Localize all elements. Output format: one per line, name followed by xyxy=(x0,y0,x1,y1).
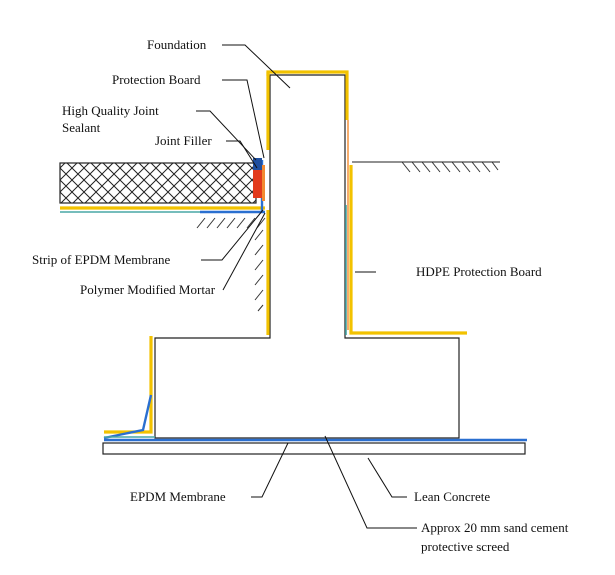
label-polymer-mortar: Polymer Modified Mortar xyxy=(80,282,216,297)
joint-filler xyxy=(253,170,262,198)
foundation-outline xyxy=(154,74,460,439)
label-protection-board: Protection Board xyxy=(112,72,201,87)
label-epdm-strip: Strip of EPDM Membrane xyxy=(32,252,171,267)
label-joint-sealant-2: Sealant xyxy=(62,120,101,135)
leader-lines xyxy=(196,44,417,529)
joint-sealant xyxy=(253,158,262,170)
label-joint-sealant-1: High Quality Joint xyxy=(62,103,159,118)
label-lean-concrete: Lean Concrete xyxy=(414,489,490,504)
joint-filler-edge xyxy=(262,165,265,201)
insulation-slab xyxy=(59,162,257,204)
grade-earth-left xyxy=(196,217,266,312)
membrane-layers xyxy=(60,70,527,442)
label-joint-filler: Joint Filler xyxy=(155,133,212,148)
label-foundation: Foundation xyxy=(147,37,207,52)
grade-earth-right xyxy=(352,161,500,173)
label-screed-2: protective screed xyxy=(421,539,510,554)
lean-concrete-base xyxy=(102,442,526,455)
label-hdpe-board: HDPE Protection Board xyxy=(416,264,542,279)
label-epdm-membrane: EPDM Membrane xyxy=(130,489,226,504)
label-screed-1: Approx 20 mm sand cement xyxy=(421,520,569,535)
